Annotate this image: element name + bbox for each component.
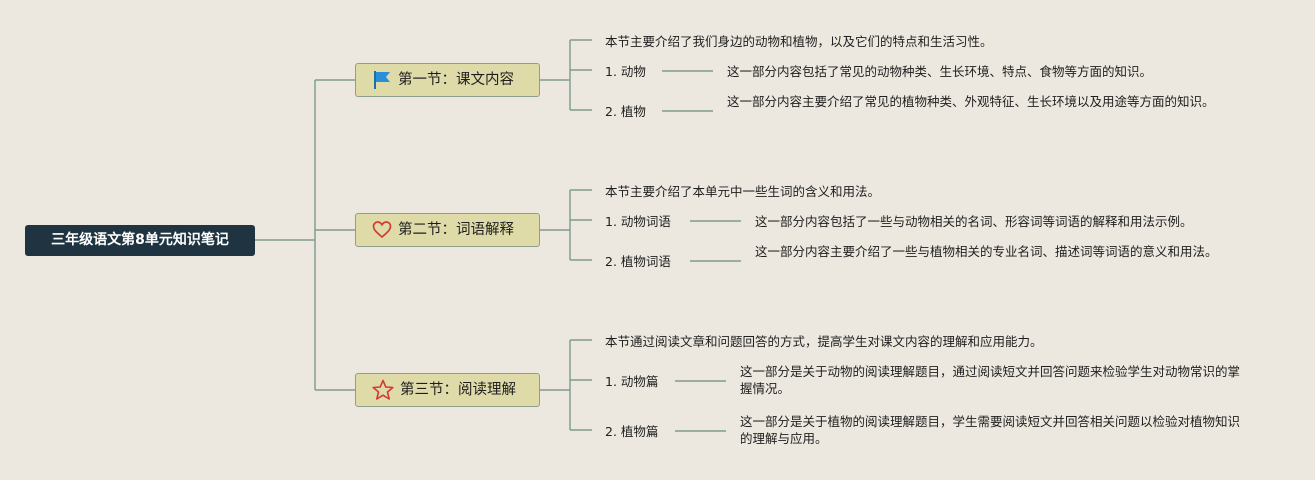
section-2-item-1-label: 1. 动物词语 <box>605 214 671 229</box>
heart-icon <box>372 221 392 239</box>
section-2-item-2-label: 2. 植物词语 <box>605 254 671 269</box>
section-2-item-2-desc: 这一部分内容主要介绍了一些与植物相关的专业名词、描述词等词语的意义和用法。 <box>755 244 1218 259</box>
section-1-intro: 本节主要介绍了我们身边的动物和植物，以及它们的特点和生活习性。 <box>605 34 993 49</box>
section-3-node[interactable]: 第三节：阅读理解 <box>355 373 540 407</box>
section-3-item-1-desc: 这一部分是关于动物的阅读理解题目，通过阅读短文并回答问题来检验学生对动物常识的掌… <box>740 364 1241 396</box>
section-2-intro: 本节主要介绍了本单元中一些生词的含义和用法。 <box>605 184 881 199</box>
section-1-item-2-desc: 这一部分内容主要介绍了常见的植物种类、外观特征、生长环境以及用途等方面的知识。 <box>727 94 1215 109</box>
section-3-item-2-desc: 这一部分是关于植物的阅读理解题目，学生需要阅读短文并回答相关问题以检验对植物知识… <box>740 414 1241 446</box>
star-icon <box>372 379 394 400</box>
section-2-item-1-desc: 这一部分内容包括了一些与动物相关的名词、形容词等词语的解释和用法示例。 <box>755 214 1193 229</box>
section-3-label: 第三节：阅读理解 <box>400 382 516 398</box>
section-1-item-1-desc: 这一部分内容包括了常见的动物种类、生长环境、特点、食物等方面的知识。 <box>727 64 1153 79</box>
section-1-item-1-label: 1. 动物 <box>605 64 646 79</box>
flag-icon <box>374 71 390 89</box>
section-1-node[interactable]: 第一节：课文内容 <box>355 63 540 97</box>
section-2-node[interactable]: 第二节：词语解释 <box>355 213 540 247</box>
section-3-item-2-label: 2. 植物篇 <box>605 424 659 439</box>
section-2-label: 第二节：词语解释 <box>398 222 514 238</box>
section-3-item-1-label: 1. 动物篇 <box>605 374 659 389</box>
root-topic[interactable]: 三年级语文第8单元知识笔记 <box>25 225 255 256</box>
section-1-item-2-label: 2. 植物 <box>605 104 646 119</box>
section-1-label: 第一节：课文内容 <box>398 72 514 88</box>
section-3-intro: 本节通过阅读文章和问题回答的方式，提高学生对课文内容的理解和应用能力。 <box>605 334 1043 349</box>
